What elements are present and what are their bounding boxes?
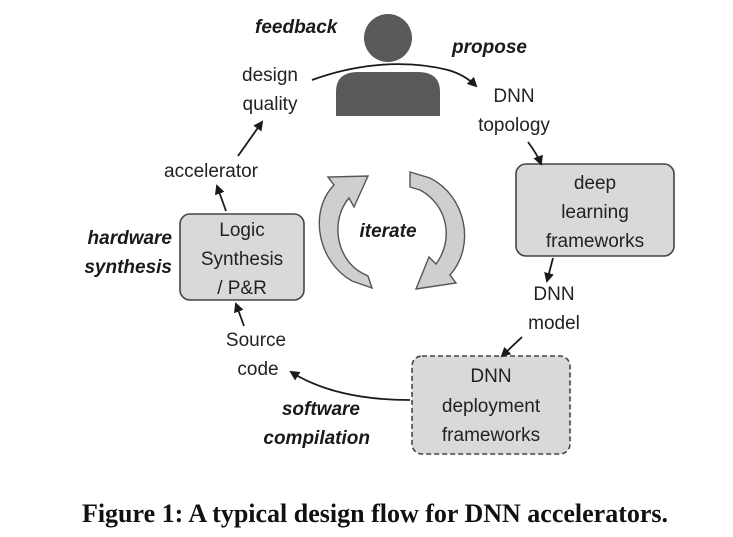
logic-synthesis-box-line2: Synthesis bbox=[201, 249, 283, 270]
deep-learning-box-line1: deep bbox=[574, 173, 616, 194]
logic-synthesis-box-line1: Logic bbox=[219, 220, 264, 241]
deployment-box-line3: frameworks bbox=[442, 425, 540, 446]
dnn-topology-label-line1: DNN bbox=[493, 86, 534, 107]
arrow-feedback-to-propose bbox=[311, 63, 478, 88]
arrow-model-to-deployment bbox=[500, 336, 523, 358]
arrow-deployment-to-source-code bbox=[289, 370, 411, 401]
arrow-accelerator-to-quality bbox=[237, 120, 264, 157]
feedback-label: feedback bbox=[255, 17, 339, 38]
iterate-label: iterate bbox=[359, 221, 416, 242]
iterate-cycle-arrow-right bbox=[409, 171, 466, 290]
source-code-label-line1: Source bbox=[226, 330, 286, 351]
accelerator-label: accelerator bbox=[164, 161, 259, 182]
arrow-topology-to-frameworks bbox=[527, 141, 543, 166]
arrow-frameworks-to-model bbox=[544, 257, 554, 283]
arrow-synthesis-to-accelerator bbox=[215, 184, 227, 212]
source-code-label-line2: code bbox=[237, 359, 278, 380]
deep-learning-box-line2: learning bbox=[561, 202, 629, 223]
propose-label: propose bbox=[451, 37, 527, 58]
logic-synthesis-box bbox=[179, 213, 305, 301]
arrow-source-code-to-synthesis bbox=[234, 302, 245, 327]
person-icon bbox=[336, 14, 440, 116]
logic-synthesis-box-line3: / P&R bbox=[217, 278, 267, 299]
design-quality-label-line2: quality bbox=[243, 94, 298, 115]
software-compilation-label-line2: compilation bbox=[263, 428, 370, 449]
deployment-box-line2: deployment bbox=[442, 396, 541, 417]
hardware-synthesis-label-line1: hardware bbox=[88, 228, 173, 249]
design-quality-label-line1: design bbox=[242, 65, 298, 86]
dnn-deployment-frameworks-box bbox=[411, 355, 571, 455]
dnn-model-label-line1: DNN bbox=[533, 284, 574, 305]
figure-caption: Figure 1: A typical design flow for DNN … bbox=[82, 499, 668, 528]
dnn-model-label-line2: model bbox=[528, 313, 580, 334]
iterate-cycle-arrow-left bbox=[318, 175, 374, 290]
dnn-topology-label-line2: topology bbox=[478, 115, 550, 136]
deep-learning-frameworks-box bbox=[515, 163, 675, 257]
deployment-box-line1: DNN bbox=[470, 366, 511, 387]
software-compilation-label-line1: software bbox=[282, 399, 361, 420]
deep-learning-box-line3: frameworks bbox=[546, 231, 644, 252]
hardware-synthesis-label-line2: synthesis bbox=[84, 257, 172, 278]
